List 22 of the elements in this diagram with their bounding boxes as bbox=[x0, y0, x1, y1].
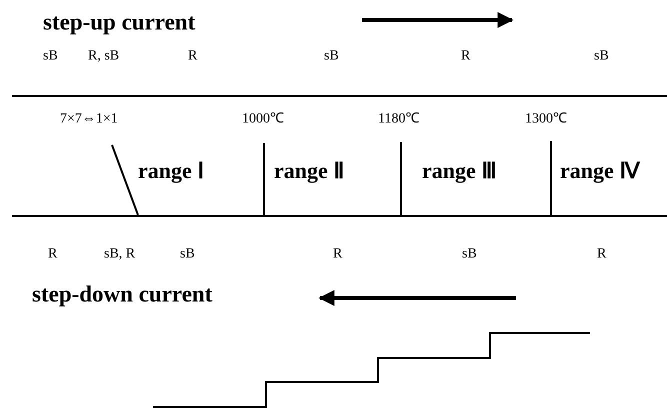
temperature-label: 1300℃ bbox=[525, 111, 567, 127]
phase-label: sB bbox=[180, 246, 195, 262]
range-label: range Ⅳ bbox=[560, 158, 640, 184]
phase-label: R bbox=[461, 48, 470, 64]
temperature-label: 1000℃ bbox=[242, 111, 284, 127]
temperature-label: 1180℃ bbox=[378, 111, 420, 127]
heading: step-down current bbox=[32, 281, 212, 307]
phase-label: sB bbox=[324, 48, 339, 64]
phase-label: sB bbox=[462, 246, 477, 262]
temperature-label: 7×7⇔1×1 bbox=[60, 111, 118, 127]
range-label: range Ⅲ bbox=[422, 158, 496, 184]
phase-label: R, sB bbox=[88, 48, 120, 64]
heading: step-up current bbox=[43, 9, 196, 35]
phase-label: sB, R bbox=[104, 246, 136, 262]
phase-label: R bbox=[333, 246, 342, 262]
phase-label: sB bbox=[43, 48, 58, 64]
range-label: range Ⅱ bbox=[274, 158, 344, 184]
range-label: range Ⅰ bbox=[138, 158, 204, 184]
phase-label: R bbox=[48, 246, 58, 262]
phase-label: sB bbox=[594, 48, 609, 64]
phase-label: R bbox=[597, 246, 606, 262]
phase-label: R bbox=[188, 48, 198, 64]
